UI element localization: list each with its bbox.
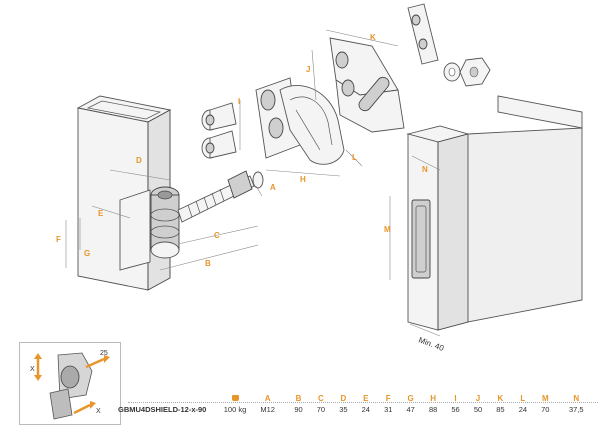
spec-header-row: A B C D E F G H I J K L M N — [118, 393, 596, 404]
spec-header-f: F — [385, 394, 391, 403]
dimension-lines — [65, 29, 441, 337]
spec-value-h: 88 — [428, 405, 438, 414]
spec-value-a: M12 — [260, 405, 275, 414]
spec-value-m: 70 — [541, 405, 550, 414]
dim-label-l: L — [352, 153, 357, 162]
spec-value-c: 70 — [316, 405, 326, 414]
spec-header-h: H — [430, 394, 436, 403]
right-post — [406, 95, 583, 331]
spec-value-f: 31 — [384, 405, 393, 414]
dim-label-a: A — [270, 183, 276, 192]
dim-label-n: N — [422, 165, 428, 174]
spec-header-a: A — [264, 394, 271, 403]
shield-cover — [279, 85, 345, 165]
spec-header-g: G — [407, 394, 414, 403]
spec-header-i: I — [454, 394, 457, 403]
dim-label-m: M — [384, 225, 391, 234]
washer-nut — [443, 57, 491, 87]
spec-header-m: M — [541, 394, 549, 403]
post-min-label: Min. 40 — [417, 335, 445, 353]
dim-label-c: C — [214, 231, 220, 240]
spec-value-n: 37,5 — [568, 405, 584, 414]
nut-plate — [407, 3, 439, 65]
dim-label-i: I — [238, 97, 240, 106]
spec-model: GBMU4DSHIELD-12-x-90 — [118, 405, 207, 414]
spec-value-b: 90 — [294, 405, 303, 414]
spec-value-k: 85 — [496, 405, 505, 414]
hinge-body — [119, 186, 180, 271]
spec-header-k: K — [497, 394, 504, 403]
inset-drawing: X 25 X — [30, 350, 110, 420]
spec-header-l: L — [520, 394, 526, 403]
threaded-bolt — [177, 170, 264, 223]
spec-header-e: E — [363, 394, 369, 403]
spec-value-e: 24 — [361, 405, 370, 414]
dim-label-j: J — [306, 65, 310, 74]
spec-table: A B C D E F G H I J K L M N GBMU4DSHIELD… — [118, 393, 596, 415]
adjustment-inset: X 25 X — [19, 342, 121, 425]
spec-value-i: 56 — [451, 405, 460, 414]
table-separator — [128, 402, 598, 403]
spec-value-l: 24 — [518, 405, 528, 414]
spec-header-d: D — [340, 394, 347, 403]
dim-label-g: G — [84, 249, 90, 258]
dim-label-f: F — [56, 235, 61, 244]
dim-label-b: B — [205, 259, 211, 268]
spec-header-b: B — [295, 394, 302, 403]
spec-header-load — [222, 393, 248, 404]
spec-value-j: 50 — [473, 405, 483, 414]
dim-label-h: H — [300, 175, 306, 184]
spec-header-model — [118, 393, 222, 404]
spec-data-row: GBMU4DSHIELD-12-x-90 100 kg M12 90 70 35… — [118, 404, 596, 415]
weight-icon — [231, 395, 239, 401]
spec-load: 100 kg — [223, 405, 247, 414]
slotted-bracket — [329, 37, 405, 133]
spec-value-d: 35 — [339, 405, 348, 414]
bushing-screws — [201, 102, 237, 159]
dim-label-k: K — [370, 33, 376, 42]
spec-header-j: J — [475, 394, 481, 403]
inset-label-25: 25 — [100, 350, 108, 357]
dim-label-e: E — [98, 209, 104, 218]
spec-header-n: N — [573, 394, 580, 403]
spec-value-g: 47 — [406, 405, 415, 414]
spec-header-c: C — [318, 394, 324, 403]
inset-label-x-top: X — [30, 366, 35, 373]
inset-label-x-bottom: X — [96, 408, 101, 415]
dim-label-d: D — [136, 156, 142, 165]
